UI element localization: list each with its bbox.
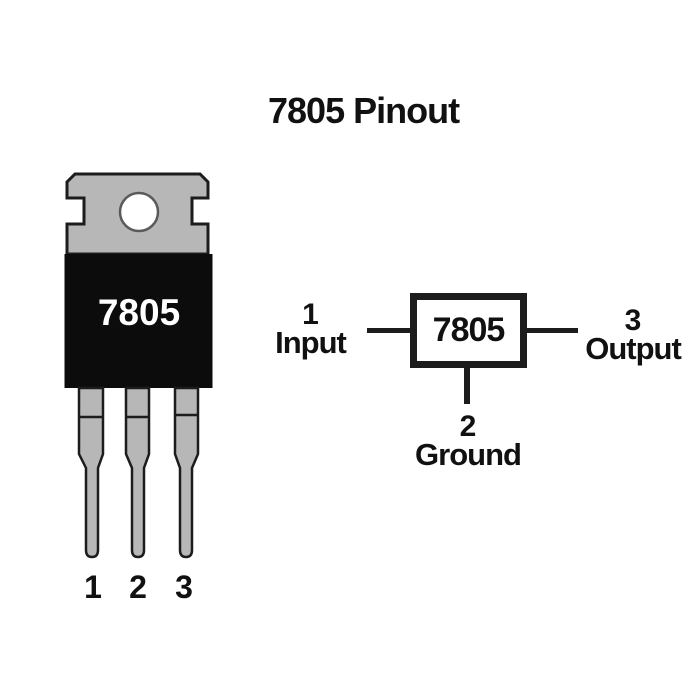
pin-ground-name: Ground <box>415 437 522 472</box>
package-leg-1 <box>77 386 105 559</box>
package-leg-3 <box>173 386 200 559</box>
leg-2-number: 2 <box>129 569 147 605</box>
pin-ground-number: 2 <box>459 410 477 443</box>
package-marking: 7805 <box>98 292 180 333</box>
leg-1-number: 1 <box>84 569 102 605</box>
pin-input-name: Input <box>275 325 347 360</box>
pin-output-name: Output <box>585 331 682 366</box>
pin-label-output: 3 Output <box>568 304 698 366</box>
package-leg-2 <box>124 386 151 559</box>
schematic-chip-box: 7805 <box>410 293 527 368</box>
schematic-lead-bottom <box>464 367 470 404</box>
pin-label-input: 1 Input <box>258 298 363 360</box>
page-title: 7805 Pinout <box>268 90 460 131</box>
schematic-lead-left <box>367 328 410 333</box>
package-body <box>64 254 213 388</box>
pin-input-number: 1 <box>302 298 319 331</box>
pin-output-number: 3 <box>624 304 642 337</box>
leg-3-number: 3 <box>175 569 193 605</box>
mounting-hole <box>118 191 160 233</box>
schematic-lead-right <box>527 328 578 333</box>
schematic-chip-label: 7805 <box>432 311 506 349</box>
pin-label-ground: 2 Ground <box>402 410 534 472</box>
